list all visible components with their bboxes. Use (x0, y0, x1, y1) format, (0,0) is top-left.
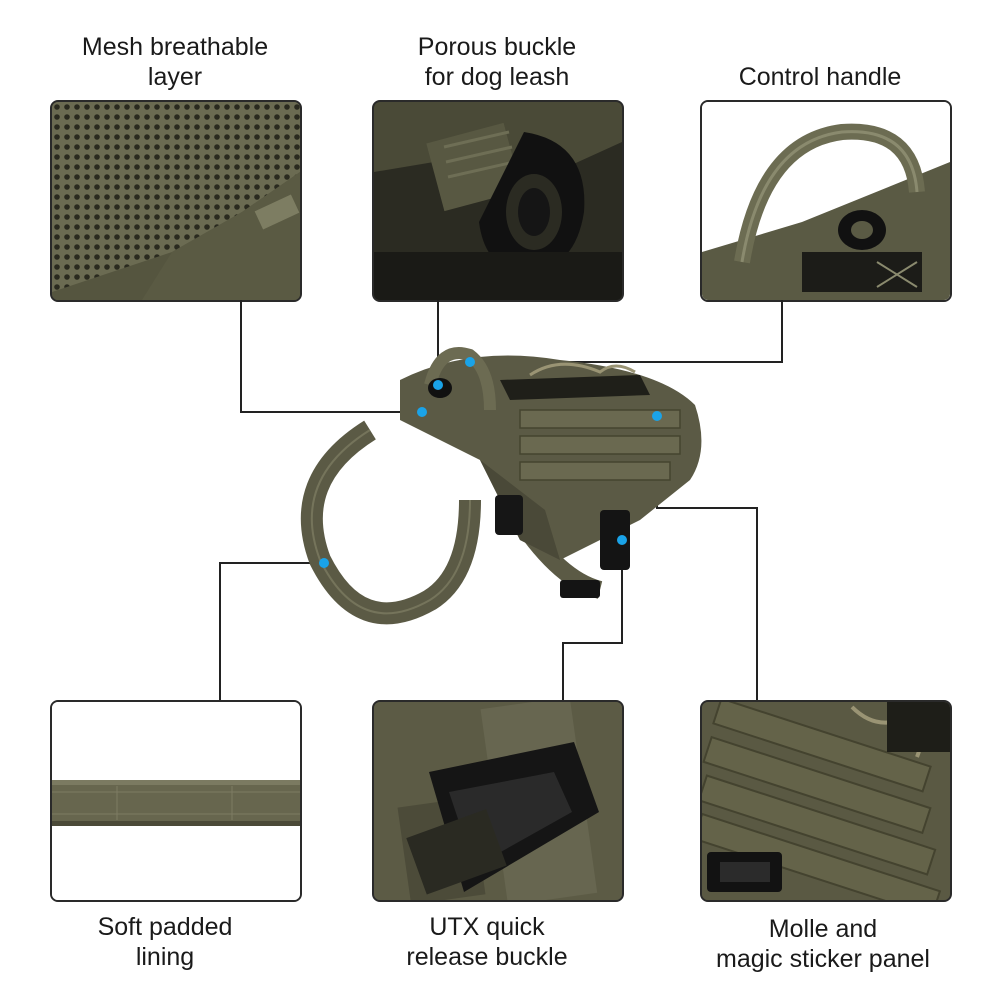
label-porous-buckle: Porous buckle for dog leash (352, 32, 642, 92)
label-line: lining (135, 943, 195, 971)
label-line: magic sticker panel (716, 945, 930, 973)
label-line: for dog leash (424, 63, 570, 91)
label-soft-padded-lining: Soft padded lining (20, 912, 310, 972)
molle-closeup (702, 702, 950, 900)
label-line: Control handle (738, 63, 902, 91)
label-line: Molle and (768, 915, 878, 943)
label-line: Soft padded (97, 913, 233, 941)
label-utx-buckle: UTX quick release buckle (342, 912, 632, 972)
label-line: UTX quick (429, 913, 545, 941)
d-ring-closeup (374, 102, 622, 300)
callout-dot-handle (465, 357, 475, 367)
label-line: layer (147, 63, 203, 91)
callout-dot-porous (433, 380, 443, 390)
molle-closeup-panel (700, 700, 952, 902)
label-control-handle: Control handle (675, 62, 965, 92)
strap-closeup-panel (50, 700, 302, 902)
callout-dot-mesh (417, 407, 427, 417)
handle-closeup-panel (700, 100, 952, 302)
label-line: release buckle (406, 943, 568, 971)
strap-closeup (52, 702, 300, 900)
d-ring-closeup-panel (372, 100, 624, 302)
harness-image (300, 347, 702, 625)
handle-closeup (702, 102, 950, 300)
callout-dot-padded (319, 558, 329, 568)
label-molle-panel: Molle and magic sticker panel (678, 914, 968, 974)
callout-dot-utx (617, 535, 627, 545)
mesh-closeup (52, 102, 300, 300)
buckle-closeup-panel (372, 700, 624, 902)
mesh-closeup-panel (50, 100, 302, 302)
buckle-closeup (374, 702, 622, 900)
label-line: Porous buckle (417, 33, 577, 61)
callout-dot-molle (652, 411, 662, 421)
label-mesh-breathable-layer: Mesh breathable layer (30, 32, 320, 92)
label-line: Mesh breathable (81, 33, 269, 61)
